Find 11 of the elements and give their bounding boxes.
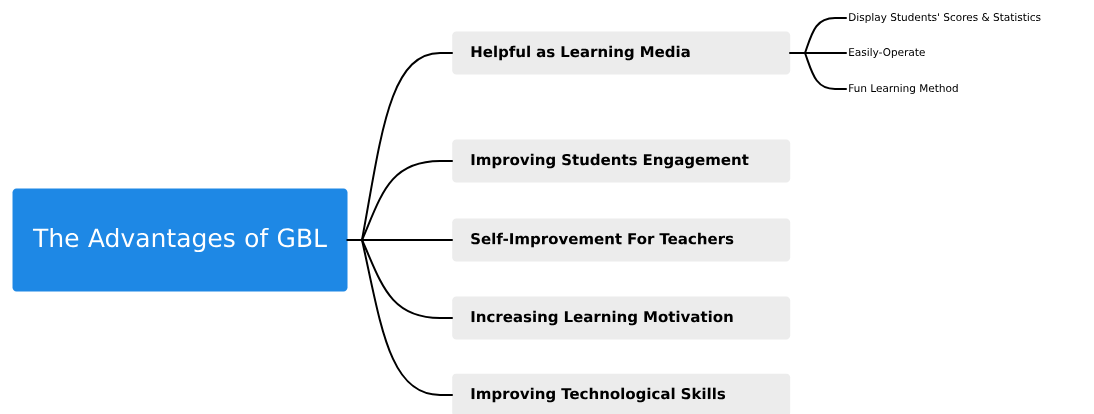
connector-line <box>346 239 453 396</box>
leaf-text: Display Students' Scores & Statistics <box>849 12 1041 24</box>
subtopic-box: Self-Improvement For Teachers <box>452 218 791 262</box>
connector-line <box>789 52 847 90</box>
subtopic-box: Helpful as Learning Media <box>452 31 791 75</box>
leaf-text: Easily-Operate <box>849 47 925 59</box>
subtopic-box: Increasing Learning Motivation <box>452 296 791 340</box>
subtopic-box: Improving Students Engagement <box>452 139 791 183</box>
subtopic-box: Improving Technological Skills <box>452 373 791 414</box>
leaf-text: Fun Learning Method <box>849 83 958 95</box>
topic-box: The Advantages of GBL <box>12 188 348 292</box>
